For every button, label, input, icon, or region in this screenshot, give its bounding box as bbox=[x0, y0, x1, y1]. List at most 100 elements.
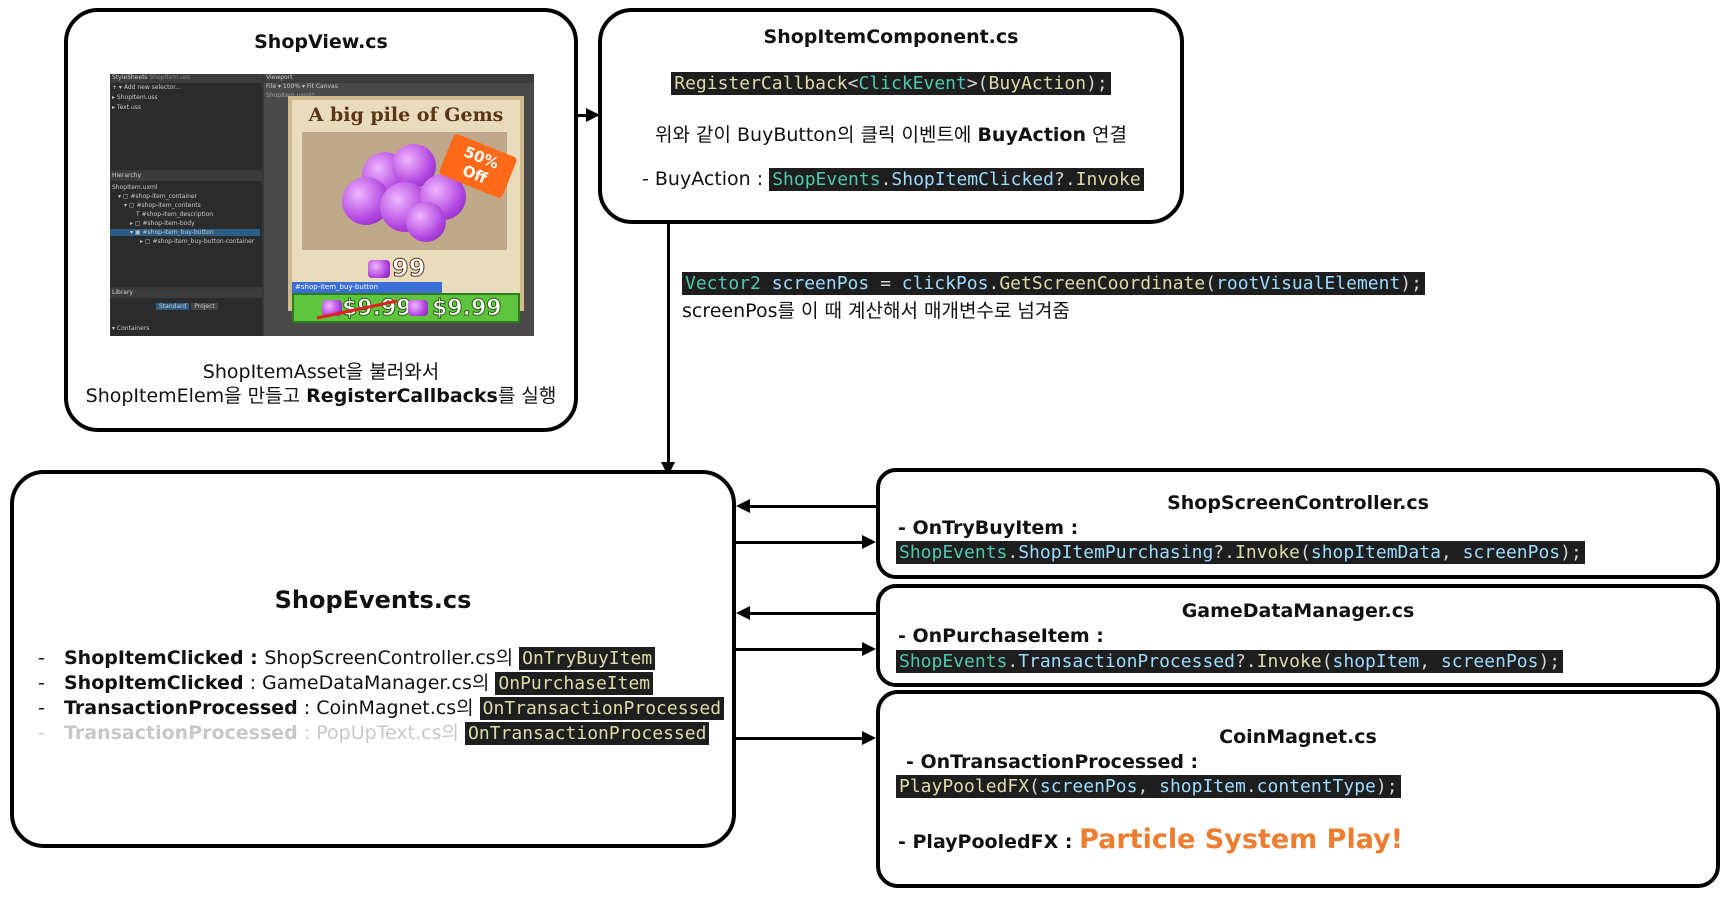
arrow-gamedata-to-shopevents bbox=[750, 612, 876, 615]
event-name: TransactionProcessed bbox=[64, 697, 298, 719]
file-menu[interactable]: File ▾ bbox=[266, 83, 281, 90]
shopview-desc-line2: ShopItemElem을 만들고 RegisterCallbacks를 실행 bbox=[68, 381, 574, 408]
library-panel: Library Standard Project ▾ Containers bbox=[110, 289, 262, 336]
playpooledfx-prefix: - PlayPooledFX : bbox=[898, 831, 1080, 853]
code-token: = bbox=[869, 273, 902, 294]
library-tabs: Standard Project bbox=[156, 303, 218, 310]
hierarchy-row-2[interactable]: ▾ ▢ #shop-item_contents bbox=[124, 202, 201, 209]
code-token: GetScreenCoordinate bbox=[999, 273, 1206, 294]
event-desc: : PopUpText.cs의 bbox=[297, 722, 466, 744]
code-token: ShopItemClicked bbox=[891, 169, 1054, 190]
shopevents-item-2: -TransactionProcessed : CoinMagnet.cs의 O… bbox=[38, 693, 725, 720]
add-selector[interactable]: + ▾ Add new selector... bbox=[112, 84, 181, 91]
code-token: screenPos bbox=[1462, 542, 1561, 563]
code-token: ); bbox=[1400, 273, 1422, 294]
code-token: < bbox=[847, 73, 859, 94]
arrow-shopscreen-to-shopevents bbox=[750, 505, 876, 508]
h2-label: #shop-item_contents bbox=[136, 202, 201, 209]
h6-label: #shop-item_buy-button-container bbox=[152, 238, 255, 245]
card-image-area bbox=[302, 132, 507, 250]
library-label: Library bbox=[112, 289, 133, 296]
shopevents-box: ShopEvents.cs -ShopItemClicked : ShopScr… bbox=[10, 470, 736, 848]
h0-label: ShopItem.uxml bbox=[112, 184, 158, 191]
shopscreencontroller-code: ShopEvents.ShopItemPurchasing?.Invoke(sh… bbox=[896, 541, 1585, 564]
uxml-tab[interactable]: ShopItem.uxml* bbox=[266, 92, 315, 99]
code-token: ( bbox=[1029, 776, 1040, 797]
code-token: ?. bbox=[1234, 651, 1257, 672]
shopview-line2-c: 를 실행 bbox=[497, 385, 557, 407]
shopview-line1-text: ShopItemAsset을 불러와서 bbox=[202, 361, 440, 383]
register-callback-code-line: RegisterCallback<ClickEvent>(BuyAction); bbox=[602, 72, 1180, 95]
hierarchy-row-6[interactable]: ▸ ▢ #shop-item_buy-button-container bbox=[140, 238, 255, 245]
code-token: ); bbox=[1560, 542, 1582, 563]
stylesheets-sub: ShopItem.uss bbox=[149, 74, 191, 81]
hierarchy-row-3[interactable]: T #shop-item_description bbox=[136, 211, 214, 218]
code-token: screenPos bbox=[1440, 651, 1539, 672]
h4-label: #shop-item-body bbox=[142, 220, 195, 227]
coinmagnet-box: CoinMagnet.cs - OnTransactionProcessed :… bbox=[876, 690, 1720, 888]
arrowhead bbox=[862, 642, 876, 656]
code-token: , bbox=[1419, 651, 1441, 672]
fit-canvas-button[interactable]: Fit Canvas bbox=[306, 83, 338, 90]
hierarchy-panel: Hierarchy ShopItem.uxml ▾ ▢ #shop-item_c… bbox=[110, 172, 262, 287]
shopview-desc-line1: ShopItemAsset을 불러와서 bbox=[68, 357, 574, 384]
hierarchy-row-4[interactable]: ▸ ▢ #shop-item-body bbox=[130, 220, 195, 227]
uss-item-text[interactable]: ▸ Text.uss bbox=[112, 104, 142, 111]
hierarchy-row-0[interactable]: ShopItem.uxml bbox=[112, 184, 158, 191]
event-method: OnTransactionProcessed bbox=[479, 697, 725, 720]
event-desc: ShopScreenController.cs의 bbox=[264, 647, 520, 669]
uss2-label: Text.uss bbox=[116, 104, 142, 111]
code-token: . bbox=[1245, 776, 1257, 797]
stylesheets-panel: StyleSheets ShopItem.uss + ▾ Add new sel… bbox=[110, 74, 262, 170]
code-token: shopItemData bbox=[1310, 542, 1441, 563]
library-tab-project[interactable]: Project bbox=[191, 303, 218, 310]
screenpos-note: screenPos를 이 때 계산해서 매개변수로 넘겨줌 bbox=[682, 300, 1070, 322]
code-token: PlayPooledFX bbox=[899, 776, 1030, 797]
shopitemcomponent-box: ShopItemComponent.cs RegisterCallback<Cl… bbox=[598, 8, 1184, 224]
arrow-shopevents-to-shopscreen bbox=[736, 541, 862, 544]
uss-item-shopitem[interactable]: ▸ ShopItem.uss bbox=[112, 94, 158, 101]
code-token: ShopEvents bbox=[772, 169, 881, 190]
shopscreencontroller-title: ShopScreenController.cs bbox=[1167, 492, 1429, 514]
shopitemcomponent-title: ShopItemComponent.cs bbox=[763, 26, 1019, 48]
code-token: shopItem bbox=[1332, 651, 1420, 672]
code-token: , bbox=[1440, 542, 1463, 563]
shop-item-card: A big pile of Gems 50%Off 99 #shop-item_… bbox=[288, 96, 524, 323]
dash: - bbox=[38, 647, 45, 669]
library-header: Library bbox=[110, 289, 262, 298]
code-token bbox=[761, 273, 772, 294]
hierarchy-row-5-selected[interactable]: ▾ ▣ #shop-item_buy-button bbox=[110, 229, 260, 236]
gamedatamanager-box: GameDataManager.cs - OnPurchaseItem : Sh… bbox=[876, 584, 1720, 687]
selection-label: #shop-item_buy-button bbox=[292, 282, 442, 293]
event-name: ShopItemClicked bbox=[64, 672, 244, 694]
library-containers[interactable]: ▾ Containers bbox=[112, 325, 150, 332]
code-token: . bbox=[880, 169, 892, 190]
code-token: contentType bbox=[1256, 776, 1376, 797]
code-token: rootVisualElement bbox=[1216, 273, 1401, 294]
library-tab-standard[interactable]: Standard bbox=[156, 303, 190, 310]
code-token: screenPos bbox=[1039, 776, 1138, 797]
add-selector-label: Add new selector... bbox=[123, 84, 181, 91]
h3-label: #shop-item_description bbox=[141, 211, 214, 218]
code-token: ( bbox=[1321, 651, 1333, 672]
code-token: ShopEvents bbox=[899, 651, 1008, 672]
stylesheets-tab: StyleSheets bbox=[112, 74, 148, 81]
viewport-toolbar: File ▾ 100% ▾ Fit Canvas bbox=[266, 83, 338, 90]
hierarchy-row-1[interactable]: ▾ ▢ #shop-item_container bbox=[118, 193, 198, 200]
playpooledfx-line: - PlayPooledFX : Particle System Play! bbox=[898, 824, 1403, 855]
viewport-label: Viewport bbox=[266, 74, 293, 81]
screenpos-code-line: Vector2 screenPos = clickPos.GetScreenCo… bbox=[682, 272, 1425, 295]
coinmagnet-code-line: PlayPooledFX(screenPos, shopItem.content… bbox=[896, 775, 1401, 798]
dash: - bbox=[38, 697, 45, 719]
code-token: >( bbox=[966, 73, 989, 94]
buy-button[interactable]: $9.99 $9.99 bbox=[292, 293, 520, 323]
shopitem-desc-b: BuyAction bbox=[977, 124, 1086, 146]
arrowhead bbox=[862, 535, 876, 549]
zoom-select[interactable]: 100% ▾ bbox=[282, 83, 305, 90]
card-title: A big pile of Gems bbox=[308, 104, 504, 126]
code-token: . bbox=[988, 273, 1000, 294]
gamedatamanager-code-line: ShopEvents.TransactionProcessed?.Invoke(… bbox=[896, 650, 1564, 673]
code-token: ); bbox=[1086, 73, 1108, 94]
shopscreencontroller-box: ShopScreenController.cs - OnTryBuyItem :… bbox=[876, 468, 1720, 579]
gem-icon bbox=[406, 202, 446, 242]
